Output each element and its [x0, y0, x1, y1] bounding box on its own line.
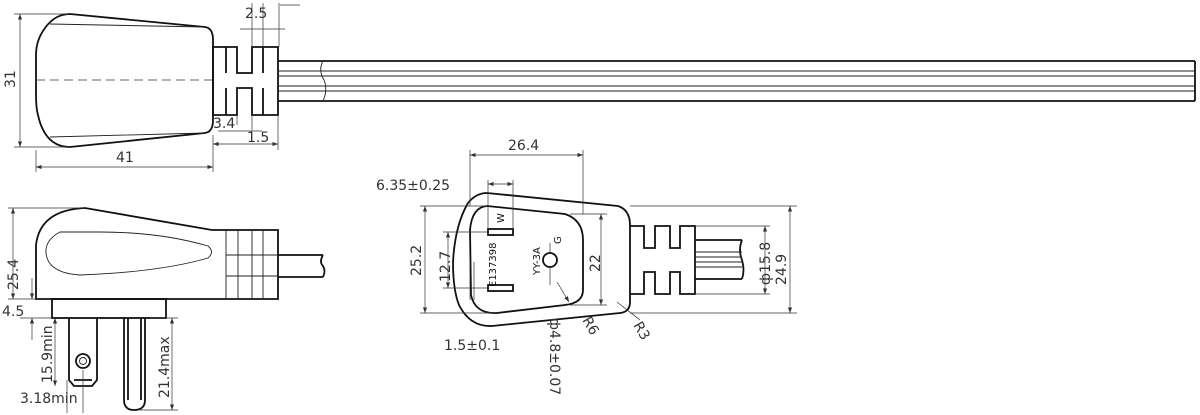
dim-41: 41 [116, 150, 134, 166]
dim-ground-dia: ф4.8±0.07 [546, 318, 562, 395]
dim-3-4: 3.4 [213, 116, 235, 132]
dim-12-7: 12.7 [438, 251, 454, 282]
front-dimensions: 26.4 6.35±0.25 25.2 12.7 22 1.5±0.1 ф4.8… [376, 138, 797, 395]
side-plug-body [35, 207, 279, 300]
dim-1-5: 1.5±0.1 [444, 338, 500, 354]
dim-21-4max: 21.4max [157, 336, 173, 398]
dim-24-9: 24.9 [774, 254, 790, 285]
dim-4-5: 4.5 [2, 304, 24, 320]
side-base-plate [51, 298, 167, 319]
dim-26-4: 26.4 [508, 138, 539, 154]
front-outer-outline [452, 192, 631, 327]
dim-1-5: 1.5 [247, 130, 269, 146]
power-pin [123, 318, 146, 411]
front-strain-relief [630, 225, 696, 295]
dim-31: 31 [3, 70, 19, 88]
neutral-blade-slot [487, 228, 514, 236]
top-dimensions: 31 41 2.5 3.4 1.5 [3, 3, 300, 172]
ground-hole [542, 252, 558, 268]
dim-cable-dia: ф15.8 [758, 242, 774, 285]
dim-6-35: 6.35±0.25 [376, 178, 450, 194]
dim-25-4: 25.4 [6, 259, 22, 290]
marking-w: W [496, 213, 507, 223]
dim-r3: R3 [630, 319, 653, 343]
top-plug-body [35, 13, 214, 148]
top-strain-relief [212, 46, 279, 116]
dim-25-2: 25.2 [409, 245, 425, 276]
side-dimensions: 25.4 4.5 15.9min 3.18min 21.4max [2, 207, 178, 413]
top-view: 31 41 2.5 3.4 1.5 [3, 3, 1196, 172]
side-view: 25.4 4.5 15.9min 3.18min 21.4max [2, 207, 326, 413]
dim-22: 22 [588, 254, 604, 272]
marking-g: G [553, 236, 564, 244]
dim-2-5: 2.5 [245, 6, 267, 22]
dim-15-9min: 15.9min [40, 325, 56, 383]
front-view: W G E137398 YY-3A 26.4 6.35±0.25 25.2 12… [376, 138, 797, 395]
dim-3-18min: 3.18min [20, 391, 78, 407]
marking-cert: E137398 [488, 243, 499, 288]
marking-model: YY-3A [532, 247, 543, 276]
front-inner-face [469, 205, 584, 314]
top-cable [278, 60, 1196, 102]
